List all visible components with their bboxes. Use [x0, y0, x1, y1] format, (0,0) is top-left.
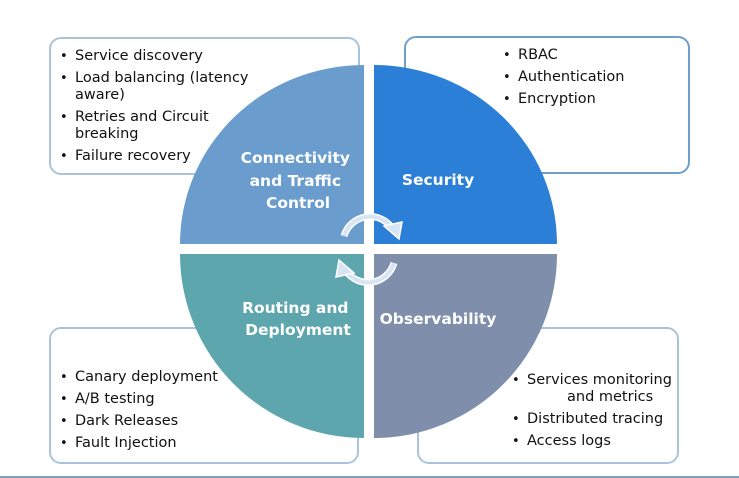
security-quadrant	[374, 65, 557, 244]
observability-title: Observability	[380, 310, 497, 328]
list-item: Access logs	[507, 433, 679, 450]
list-item: Service discovery	[55, 48, 251, 65]
observability-quadrant	[374, 254, 557, 438]
routing-features-list: Canary deployment A/B testing Dark Relea…	[55, 369, 255, 457]
list-item: Encryption	[498, 91, 683, 108]
list-item: Canary deployment	[55, 369, 255, 386]
security-title: Security	[402, 171, 474, 189]
list-item: Authentication	[498, 69, 683, 86]
routing-title: Routing and Deployment	[242, 299, 354, 339]
list-item: A/B testing	[55, 391, 255, 408]
list-item: Fault Injection	[55, 435, 255, 452]
circular-arrows-icon	[335, 213, 403, 286]
connectivity-title: Connectivity and Traffic Control	[241, 149, 356, 212]
connectivity-quadrant	[180, 65, 364, 244]
bottom-divider	[0, 476, 739, 478]
list-item: Dark Releases	[55, 413, 255, 430]
list-item: RBAC	[498, 47, 683, 64]
routing-quadrant	[180, 254, 364, 438]
list-item: Distributed tracing	[507, 411, 679, 428]
security-features-list: RBAC Authentication Encryption	[498, 47, 683, 113]
connectivity-features-list: Service discovery Load balancing (latenc…	[55, 48, 251, 170]
list-item: Failure recovery	[55, 148, 251, 165]
